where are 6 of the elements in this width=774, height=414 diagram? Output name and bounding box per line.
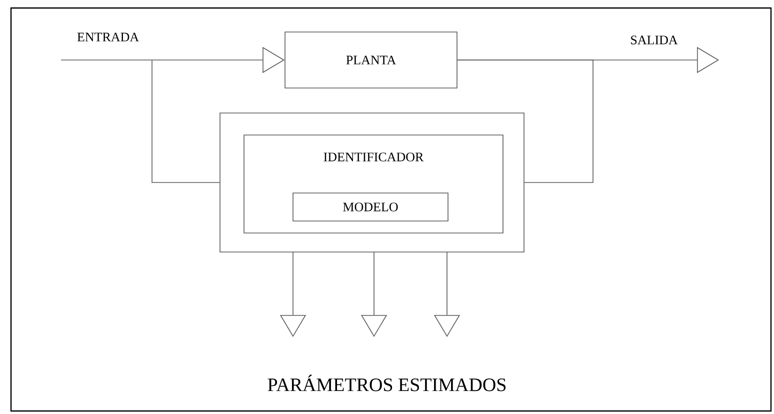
process-box: PLANTA: [284, 32, 458, 88]
text-label: SALIDA: [631, 36, 678, 44]
text-label: PARÁMETROS ESTIMADOS: [268, 374, 506, 392]
outer-box: [220, 112, 524, 252]
text-label: ENTRADA: [77, 32, 139, 42]
process-box: MODELO: [292, 192, 448, 222]
